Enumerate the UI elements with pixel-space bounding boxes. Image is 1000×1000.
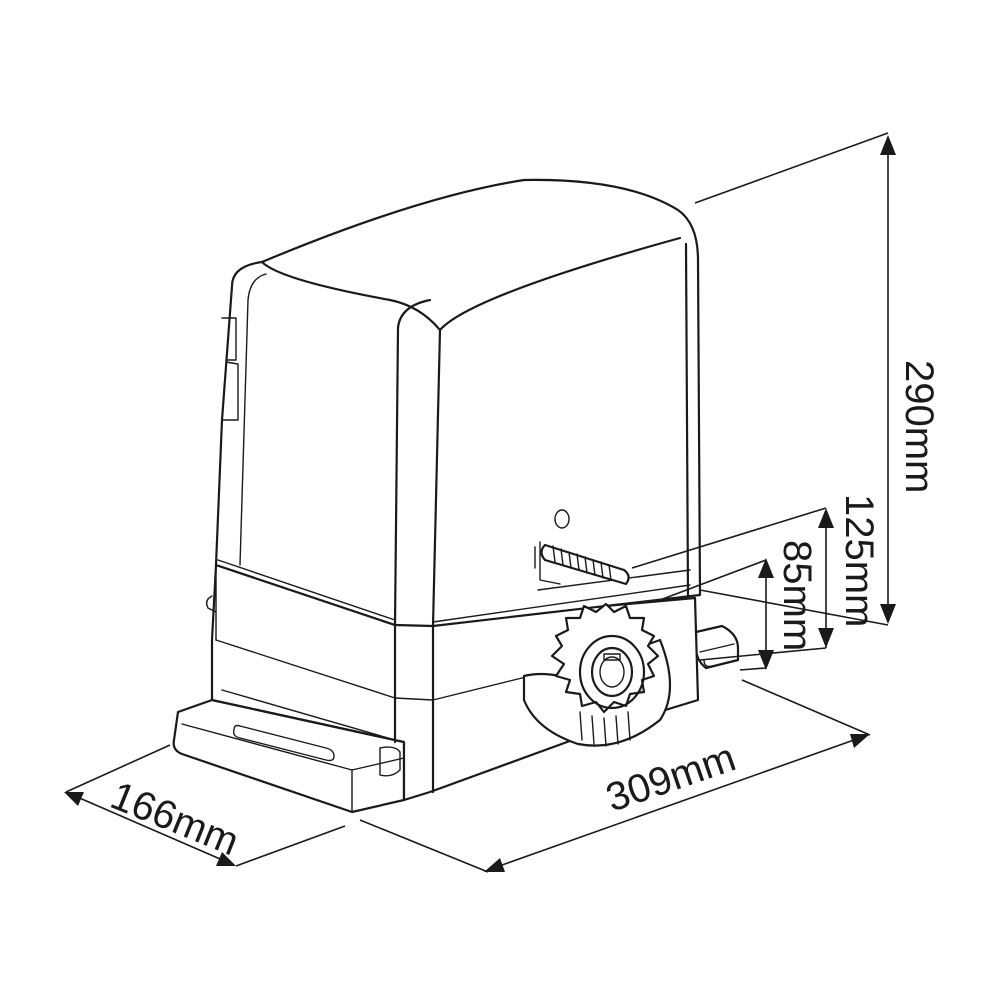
pinion-gear	[522, 602, 672, 747]
dimension-label-290: 290mm	[897, 360, 941, 493]
dimension-height-total	[694, 132, 896, 626]
mounting-slot	[232, 724, 335, 762]
dimension-width	[64, 744, 346, 867]
dimension-length	[359, 679, 871, 873]
dimension-label-125: 125mm	[837, 494, 881, 627]
dimension-label-85: 85mm	[775, 540, 819, 651]
dimension-label-309: 309mm	[601, 735, 741, 820]
dimension-label-166: 166mm	[105, 774, 245, 865]
right-foot	[694, 624, 740, 670]
limit-rod	[534, 509, 630, 586]
dimension-height-pinion	[659, 558, 774, 671]
release-lever	[205, 595, 217, 613]
upper-cover	[214, 178, 702, 628]
